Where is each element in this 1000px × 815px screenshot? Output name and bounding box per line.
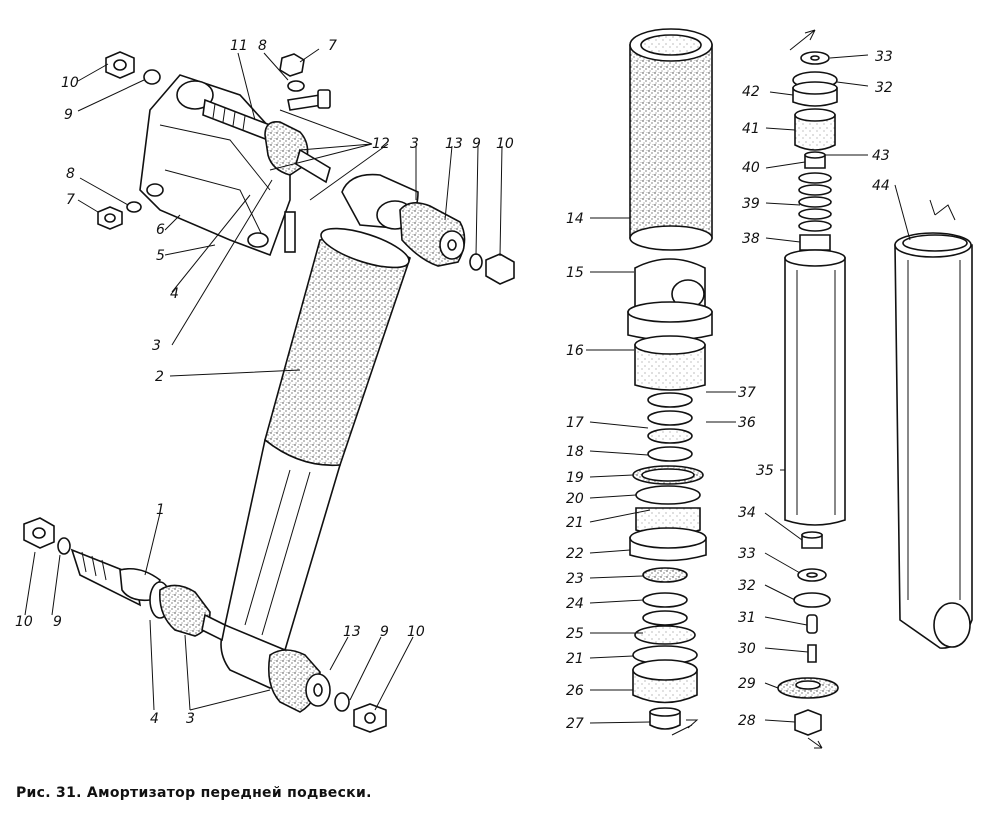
label-left-11: 3 [152,338,161,354]
label-right-10: 34 [738,505,756,521]
stack-rings [629,392,707,730]
label-center-0: 14 [566,211,584,227]
bushing-41 [794,114,836,151]
label-center-3: 37 [738,385,756,401]
label-right-4: 40 [742,160,760,176]
label-left-12: 3 [410,136,419,152]
label-right-2: 32 [875,80,893,96]
label-left-17: 1 [156,502,165,518]
label-center-7: 19 [566,470,584,486]
label-right-13: 31 [738,610,756,626]
nut-7-upper [279,53,305,77]
label-left-22: 13 [343,624,361,640]
label-left-10: 4 [170,286,179,302]
label-left-4: 7 [328,38,337,54]
label-left-5: 12 [372,136,390,152]
washer-9-lower-right [334,692,350,712]
label-center-14: 21 [566,651,584,667]
nut-10-upper-right [485,253,515,285]
label-center-10: 22 [566,546,584,562]
label-left-15: 10 [496,136,514,152]
label-left-14: 9 [472,136,481,152]
spring-39 [798,172,832,232]
right-parts-column [764,29,973,749]
label-left-1: 9 [64,107,73,123]
part-number-labels: 10 9 11 8 7 12 8 7 6 5 4 3 3 13 9 10 2 1… [15,38,893,732]
label-right-5: 43 [872,148,890,164]
label-right-9: 44 [872,178,890,194]
left-shock-assembly [23,48,515,733]
label-left-2: 11 [230,38,248,54]
label-left-24: 10 [407,624,425,640]
label-left-20: 4 [150,711,159,727]
reservoir-casing [264,237,411,467]
washer-8-upper [287,80,305,92]
center-parts-column [586,28,736,736]
label-center-1: 15 [566,265,584,281]
label-right-16: 28 [738,713,756,729]
label-left-7: 7 [66,192,75,208]
label-left-0: 10 [61,75,79,91]
figure-caption: Рис. 31. Амортизатор передней подвески. [16,785,372,801]
label-right-11: 33 [738,546,756,562]
label-right-3: 41 [742,121,760,137]
label-center-11: 23 [566,571,584,587]
label-center-16: 27 [566,716,584,732]
label-left-19: 9 [53,614,62,630]
small-parts [777,531,839,749]
label-right-7: 38 [742,231,760,247]
label-center-8: 20 [566,491,584,507]
label-left-9: 5 [156,248,165,264]
cylinder-35 [784,257,846,526]
bolt-7 [287,94,323,111]
label-left-18: 10 [15,614,33,630]
nut-38 [799,234,831,251]
label-left-13: 13 [445,136,463,152]
label-left-23: 9 [380,624,389,640]
washer-9-top [143,69,161,85]
label-right-15: 29 [738,676,756,692]
label-center-9: 21 [566,515,584,531]
label-right-8: 35 [756,463,774,479]
label-left-6: 8 [66,166,75,182]
label-center-2: 16 [566,343,584,359]
label-left-16: 2 [155,369,164,385]
label-center-5: 36 [738,415,756,431]
label-center-15: 26 [566,683,584,699]
washer-9-upper-right [469,253,483,271]
working-cylinder [224,438,342,651]
label-center-4: 17 [566,415,584,431]
label-center-13: 25 [566,626,584,642]
label-left-21: 3 [186,711,195,727]
label-right-6: 39 [742,196,760,212]
washer-8-lower [126,201,142,213]
label-left-8: 6 [156,222,165,238]
label-center-6: 18 [566,444,584,460]
label-right-14: 30 [738,641,756,657]
upper-casing-14 [629,44,713,246]
label-right-0: 33 [875,49,893,65]
label-right-12: 32 [738,578,756,594]
label-left-3: 8 [258,38,267,54]
label-center-12: 24 [566,596,584,612]
washer-9-lower-left [57,537,71,555]
label-right-1: 42 [742,84,760,100]
